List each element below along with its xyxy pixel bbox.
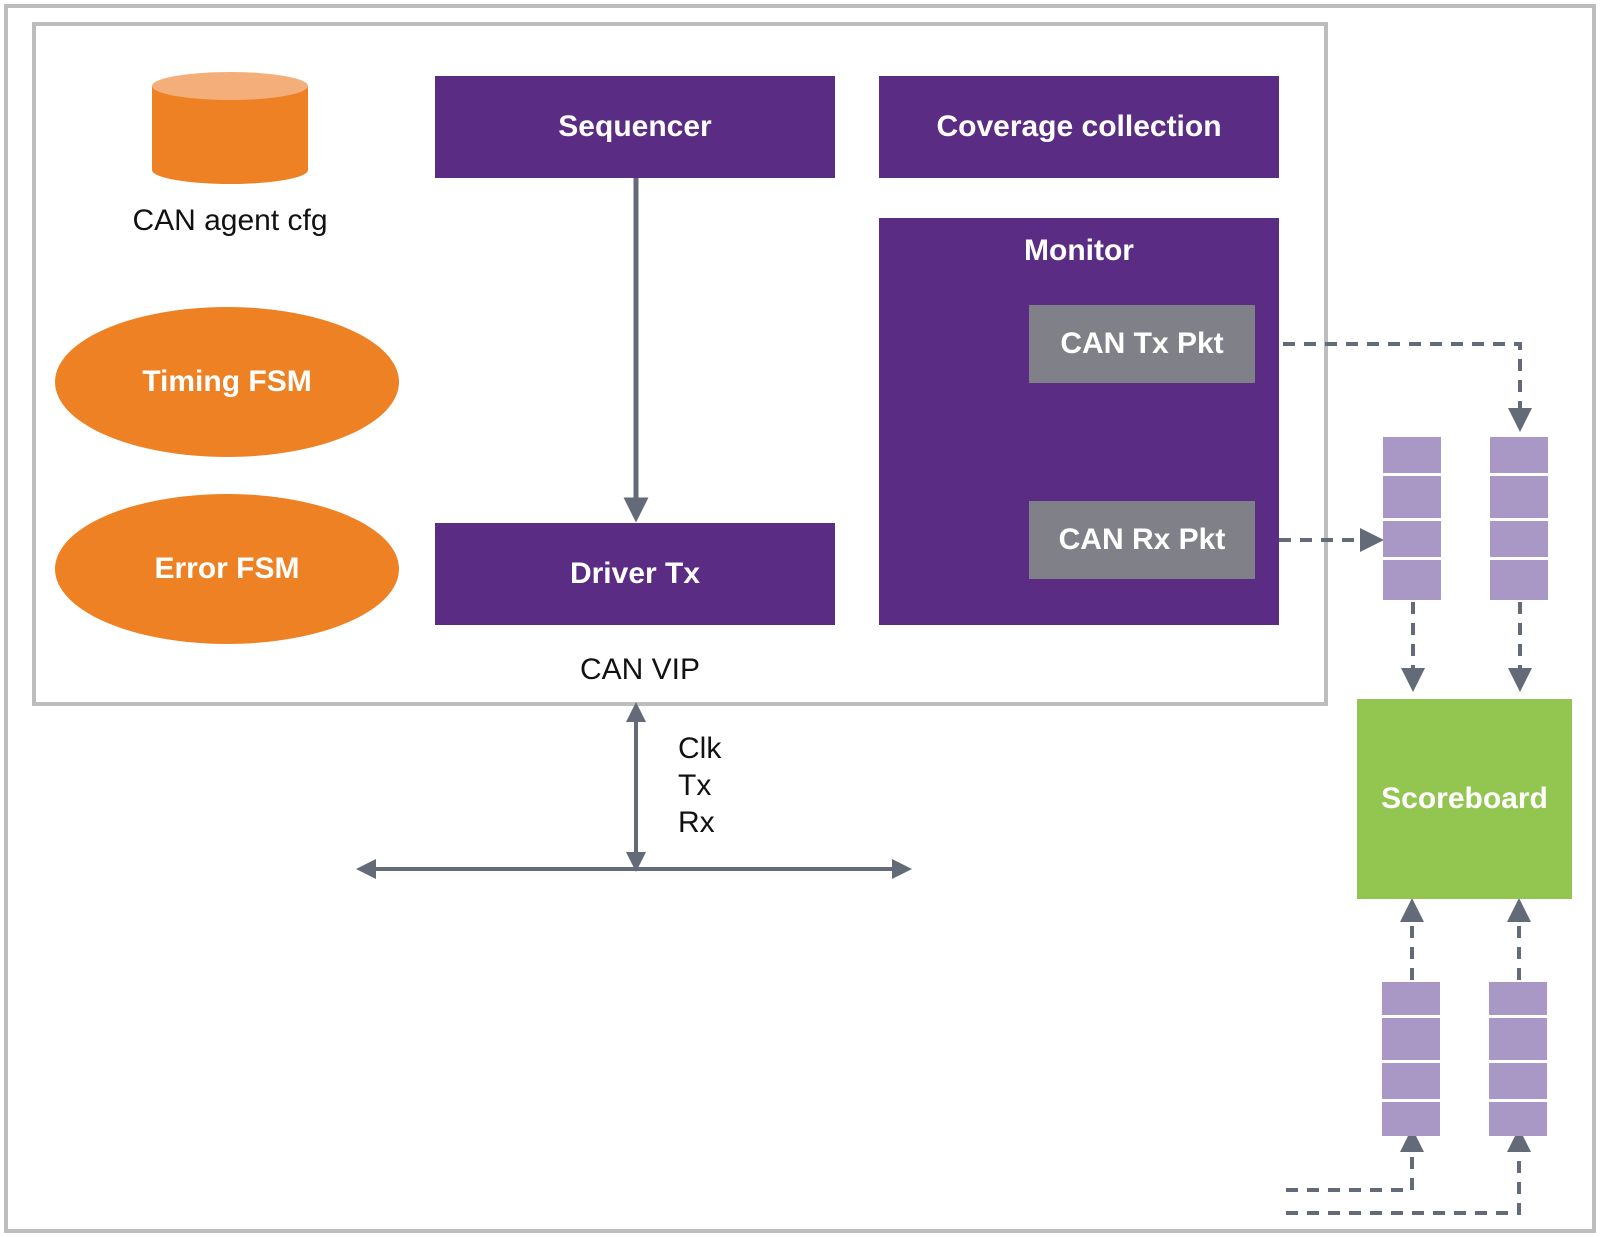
timing-fsm: Timing FSM bbox=[55, 307, 399, 457]
fifo-queue bbox=[1490, 437, 1548, 600]
driver-block: Driver Tx bbox=[435, 523, 835, 625]
tx-pkt-to-fifo-arrow bbox=[1262, 342, 1532, 432]
rx-pkt-label: CAN Rx Pkt bbox=[1058, 523, 1226, 556]
rx-pkt-block: CAN Rx Pkt bbox=[1029, 501, 1255, 579]
sequencer-block: Sequencer bbox=[435, 76, 835, 178]
error-fsm: Error FSM bbox=[55, 494, 399, 644]
agent-cfg-label: CAN agent cfg bbox=[132, 204, 328, 237]
tx-pkt-block: CAN Tx Pkt bbox=[1029, 305, 1255, 383]
coverage-block: Coverage collection bbox=[879, 76, 1279, 178]
tx-pkt-label: CAN Tx Pkt bbox=[1060, 327, 1224, 360]
scoreboard-block: Scoreboard bbox=[1357, 699, 1572, 899]
signal-clk-label: Clk bbox=[678, 732, 722, 765]
sequencer-label: Sequencer bbox=[558, 110, 712, 143]
signal-tx-label: Tx bbox=[678, 769, 712, 802]
can-vip-label: CAN VIP bbox=[579, 653, 701, 686]
database-icon bbox=[152, 72, 308, 184]
fifo-queue bbox=[1382, 982, 1440, 1136]
driver-label: Driver Tx bbox=[569, 557, 701, 590]
fifo-queue bbox=[1383, 437, 1441, 600]
input-to-fifo-arrow bbox=[1286, 1128, 1531, 1215]
input-to-fifo-arrow bbox=[1286, 1128, 1424, 1192]
scoreboard-label: Scoreboard bbox=[1381, 782, 1548, 815]
outer-frame bbox=[4, 4, 1596, 1233]
can-vip-frame bbox=[32, 22, 1328, 706]
coverage-label: Coverage collection bbox=[936, 110, 1222, 143]
monitor-label: Monitor bbox=[1024, 234, 1134, 267]
fifo-queue bbox=[1489, 982, 1547, 1136]
timing-fsm-label: Timing FSM bbox=[142, 365, 312, 398]
error-fsm-label: Error FSM bbox=[154, 552, 300, 585]
signal-rx-label: Rx bbox=[678, 806, 715, 839]
